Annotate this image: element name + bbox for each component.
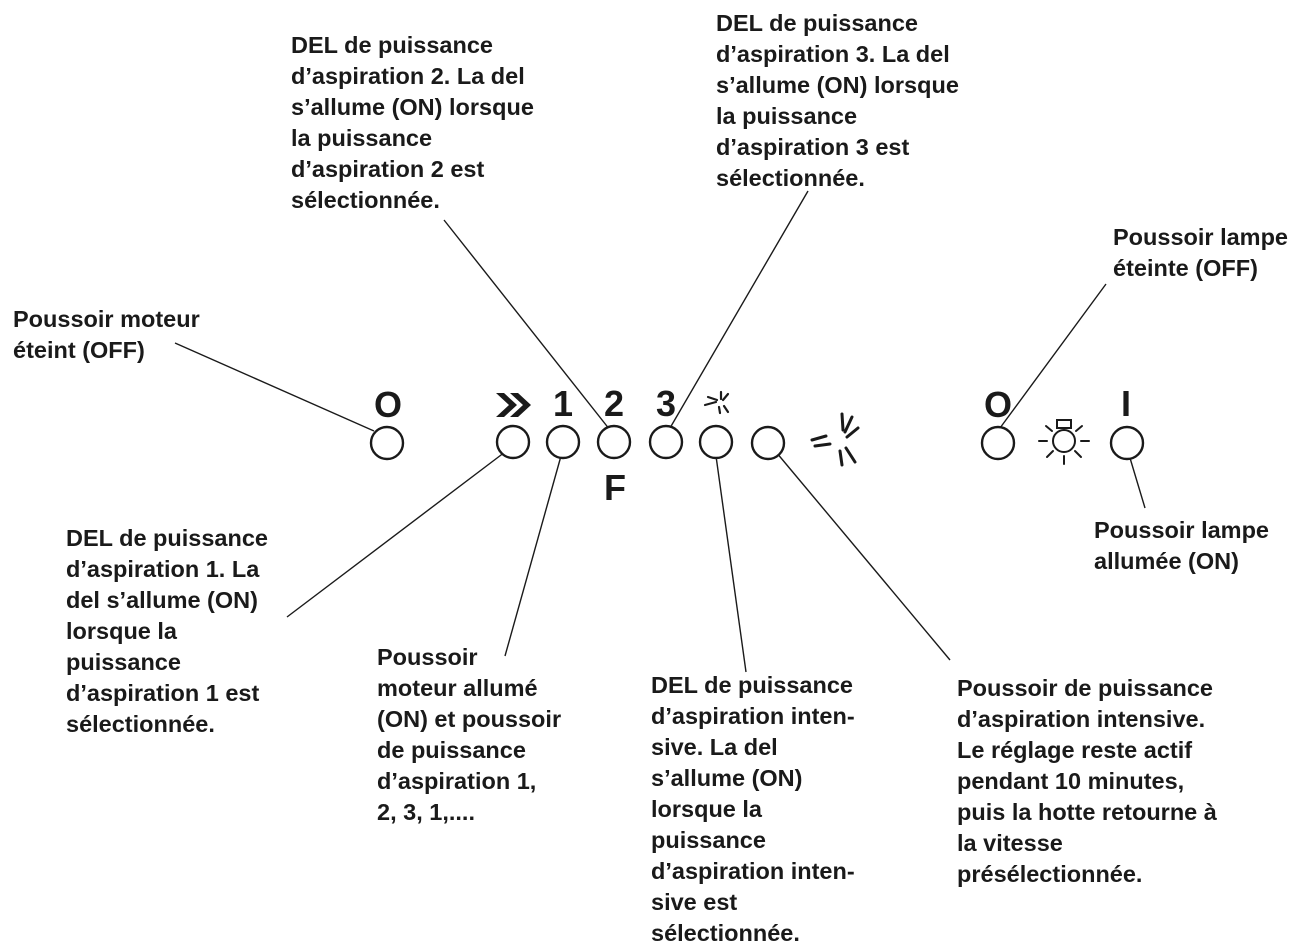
light-bulb-icon <box>1038 419 1090 465</box>
annotation-led-speed-2: DEL de puissance d’aspiration 2. La del … <box>291 32 534 213</box>
annotation-led-speed-1: DEL de puissance d’aspiration 1. La del … <box>66 525 268 737</box>
leader-led-intensive <box>715 455 747 673</box>
speed-1-led <box>495 424 531 460</box>
leader-led-speed-1 <box>286 451 506 618</box>
intensive-button[interactable] <box>750 425 786 461</box>
leader-led-speed-3 <box>669 190 809 429</box>
speed-3-led <box>648 424 684 460</box>
leader-lamp-on <box>1129 457 1146 509</box>
annotation-motor-off: Poussoir moteur éteint (OFF) <box>13 306 200 363</box>
lamp-off-symbol: O <box>983 384 1012 425</box>
leader-led-speed-2 <box>443 219 611 431</box>
motor-on-button[interactable] <box>545 424 581 460</box>
leader-lamp-off <box>999 283 1107 429</box>
annotation-motor-on: Poussoir moteur allumé (ON) et poussoir … <box>377 644 562 825</box>
annotation-led-speed-3: DEL de puissance d’aspiration 3. La del … <box>716 10 959 191</box>
intensive-led <box>698 424 734 460</box>
speed-3-label: 3 <box>655 383 677 424</box>
annotation-lamp-off: Poussoir lampe éteinte (OFF) <box>1113 224 1288 281</box>
speed-2-led <box>596 424 632 460</box>
leader-motor-on <box>504 455 562 657</box>
leader-intensive-button <box>775 451 951 661</box>
speed-1-label: 1 <box>552 383 574 424</box>
annotation-lamp-on: Poussoir lampe allumée (ON) <box>1094 517 1269 574</box>
lamp-on-symbol: I <box>1120 383 1131 424</box>
fan-burst-icon <box>810 412 860 467</box>
motor-off-button[interactable] <box>369 425 405 461</box>
motor-off-symbol: O <box>373 384 402 425</box>
leader-motor-off <box>174 342 375 432</box>
double-chevron-icon <box>496 393 531 417</box>
speed-2-label: 2 <box>603 383 625 424</box>
speed-2-sublabel: F <box>604 467 626 508</box>
annotation-led-intensive: DEL de puissance d’aspiration inten- siv… <box>651 672 855 946</box>
lamp-on-button[interactable] <box>1109 425 1145 461</box>
small-fan-burst-icon <box>703 390 730 415</box>
lamp-off-button[interactable] <box>980 425 1016 461</box>
annotation-intensive-button: Poussoir de puissance d’aspiration inten… <box>957 675 1217 887</box>
